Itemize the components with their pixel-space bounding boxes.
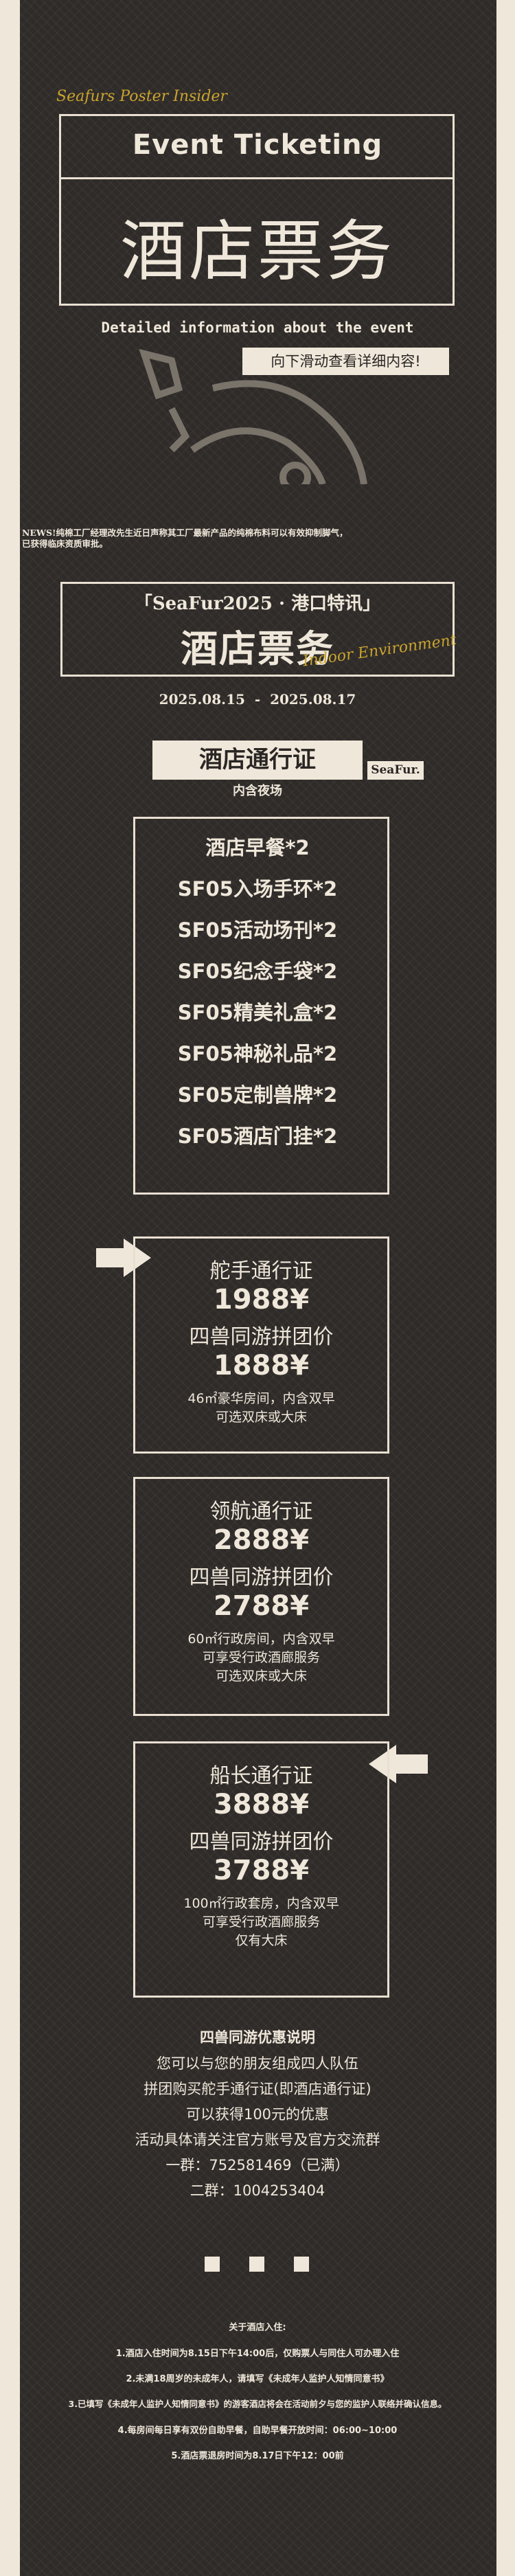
tier-desc: 60㎡行政房间，内含双早 — [187, 1631, 335, 1647]
dragon-icon — [139, 348, 367, 484]
tier-desc: 100㎡行政套房，内含双早 — [183, 1896, 339, 1911]
tier-group-label: 四兽同游拼团价 — [189, 1566, 334, 1590]
discount-line: 活动具体请关注官方账号及官方交流群 — [135, 2132, 380, 2148]
tier-name: 舵手通行证 — [209, 1259, 313, 1283]
event-frame — [60, 582, 455, 677]
header-divider — [60, 177, 453, 179]
tier-desc: 仅有大床 — [235, 1933, 288, 1948]
checkin-rule: 5.酒店票退房时间为8.17日下午12：00前 — [171, 2451, 344, 2461]
tier-group-label: 四兽同游拼团价 — [189, 1325, 334, 1349]
tier-name: 船长通行证 — [209, 1764, 313, 1788]
pass-item: SF05神秘礼品*2 — [177, 1042, 338, 1065]
tier-group-price: 1888¥ — [213, 1350, 310, 1381]
scroll-hint: 向下滑动查看详细内容! — [242, 348, 449, 375]
event-title: 酒店票务 — [181, 627, 334, 670]
pass-item: SF05酒店门挂*2 — [177, 1125, 338, 1148]
square-decoration — [294, 2257, 309, 2272]
tier-card-captain: 船长通行证 3888¥ 四兽同游拼团价 3788¥ 100㎡行政套房，内含双早可… — [133, 1741, 389, 1998]
tier-group-price: 2788¥ — [213, 1590, 310, 1622]
pass-item: SF05纪念手袋*2 — [177, 960, 338, 983]
tier-desc: 可享受行政酒廊服务 — [202, 1914, 320, 1930]
header-frame — [59, 114, 455, 306]
brand-badge: SeaFur. — [367, 761, 424, 780]
checkin-rule: 3.已填写《未成年人监护人知情同意书》的游客酒店将会在活动前夕与您的监护人联络并… — [68, 2399, 447, 2409]
square-decoration — [249, 2257, 264, 2272]
event-dates: 2025.08.15 - 2025.08.17 — [159, 691, 356, 708]
discount-line: 二群：1004253404 — [190, 2182, 325, 2199]
event-series: 「SeaFur2025 · 港口特讯」 — [134, 594, 381, 614]
tier-desc: 46㎡豪华房间，内含双早 — [187, 1391, 335, 1406]
title-en: Event Ticketing — [132, 129, 383, 161]
tier-price: 2888¥ — [213, 1524, 310, 1556]
square-decoration — [205, 2257, 220, 2272]
tier-group-price: 3788¥ — [213, 1855, 310, 1886]
checkin-rule: 4.每房间每日享有双份自助早餐，自助早餐开放时间：06:00~10:00 — [117, 2426, 398, 2436]
tier-card-helmsman: 舵手通行证 1988¥ 四兽同游拼团价 1888¥ 46㎡豪华房间，内含双早可选… — [133, 1236, 389, 1454]
tier-desc: 可选双床或大床 — [215, 1669, 307, 1684]
tier-price: 3888¥ — [213, 1789, 310, 1820]
checkin-rule: 1.酒店入住时间为8.15日下午14:00后，仅购票人与同住人可办理入住 — [115, 2349, 400, 2359]
discount-line: 一群：752581469（已满） — [165, 2157, 350, 2173]
checkin-title: 关于酒店入住: — [229, 2323, 286, 2333]
pass-items-frame — [133, 817, 389, 1195]
discount-title: 四兽同游优惠说明 — [200, 2029, 315, 2046]
pass-item: SF05入场手环*2 — [177, 877, 338, 901]
pass-label: 酒店通行证 — [152, 741, 363, 780]
tier-group-label: 四兽同游拼团价 — [189, 1830, 334, 1854]
pass-note: 内含夜场 — [233, 784, 282, 798]
pass-item: 酒店早餐*2 — [205, 836, 310, 859]
title-cn: 酒店票务 — [120, 213, 395, 290]
tier-card-navigator: 领航通行证 2888¥ 四兽同游拼团价 2788¥ 60㎡行政房间，内含双早可享… — [133, 1477, 389, 1716]
tier-name: 领航通行证 — [209, 1500, 313, 1524]
discount-line: 拼团购买舵手通行证(即酒店通行证) — [144, 2081, 371, 2097]
discount-line: 您可以与您的朋友组成四人队伍 — [157, 2055, 358, 2072]
pass-item: SF05精美礼盒*2 — [177, 1001, 338, 1024]
checkin-rule: 2.未满18周岁的未成年人，请填写《未成年人监护人知情同意书》 — [126, 2374, 389, 2384]
pass-item: SF05定制兽牌*2 — [177, 1083, 338, 1107]
arrow-left-icon — [369, 1745, 428, 1783]
discount-line: 可以获得100元的优惠 — [185, 2106, 330, 2123]
news-line-2: 已获得临床资质审批。 — [22, 539, 108, 549]
tier-price: 1988¥ — [213, 1284, 310, 1315]
news-line-1: NEWS!纯棉工厂经理改先生近日声称其工厂最新产品的纯棉布料可以有效抑制脚气， — [22, 528, 348, 538]
script-caption: Seafurs Poster Insider — [56, 88, 227, 105]
tier-desc: 可选双床或大床 — [215, 1410, 307, 1425]
subtitle: Detailed information about the event — [101, 319, 414, 336]
pass-item: SF05活动场刊*2 — [177, 918, 338, 942]
arrow-right-icon — [96, 1239, 151, 1277]
tier-desc: 可享受行政酒廊服务 — [202, 1650, 320, 1665]
